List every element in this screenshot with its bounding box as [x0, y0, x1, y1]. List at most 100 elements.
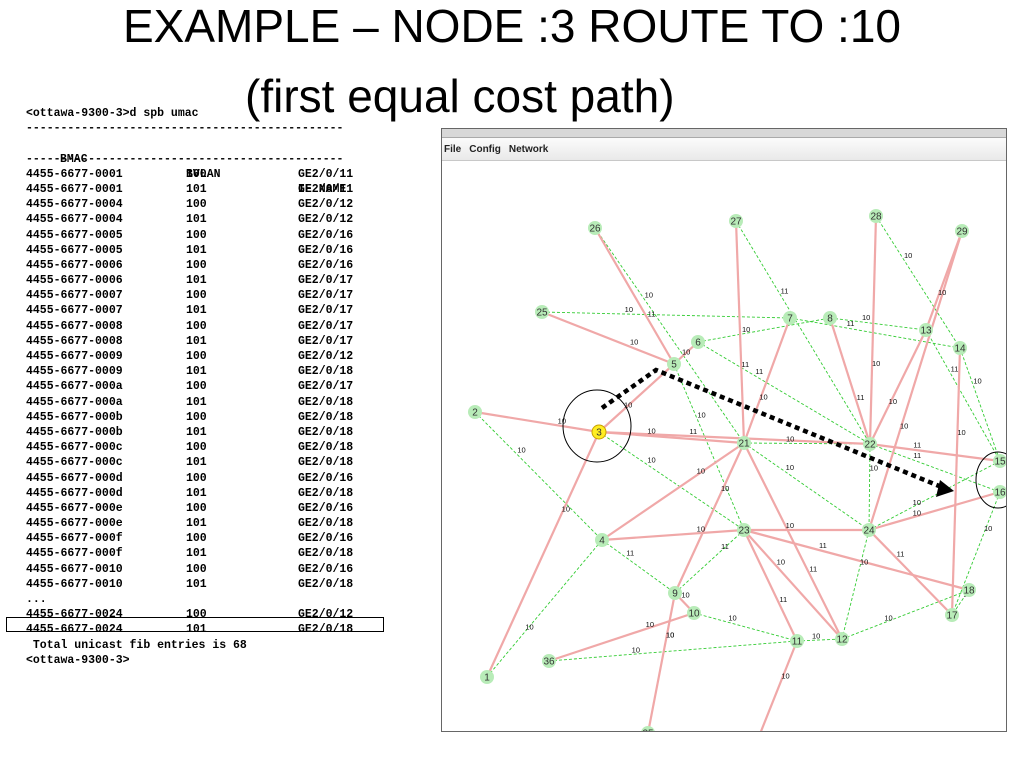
bmac-cell: 4455-6677-0004	[26, 198, 123, 212]
network-node[interactable]	[835, 632, 849, 646]
network-node[interactable]	[588, 221, 602, 235]
node-label: 17	[946, 611, 958, 622]
ifname-cell: GE2/0/17	[298, 380, 354, 394]
network-node[interactable]	[953, 341, 967, 355]
edge-cost-label: 10	[647, 456, 655, 465]
edge-cost-label: 10	[697, 524, 705, 533]
network-node[interactable]	[790, 634, 804, 648]
spf-tree-edge	[869, 329, 927, 445]
network-node[interactable]	[737, 436, 751, 450]
highlighted-row-box	[6, 617, 384, 632]
network-node[interactable]	[737, 523, 751, 537]
bmac-cell: 4455-6677-000c	[26, 441, 123, 455]
network-node[interactable]	[667, 357, 681, 371]
ellipsis: ...	[26, 593, 47, 606]
bvlan-cell: 100	[186, 501, 207, 515]
node-label: 7	[787, 314, 793, 325]
edge-cost-label: 10	[525, 622, 533, 631]
menu-network[interactable]: Network	[508, 143, 549, 155]
network-node[interactable]	[869, 209, 883, 223]
network-node[interactable]	[823, 311, 837, 325]
ifname-cell: GE2/0/18	[298, 410, 354, 424]
edge-cost-label: 10	[812, 631, 820, 640]
network-node[interactable]	[468, 405, 482, 419]
ifname-cell: GE2/0/18	[298, 441, 354, 455]
node-label: 23	[738, 526, 750, 537]
edge-cost-label: 10	[786, 463, 794, 472]
network-node[interactable]	[591, 424, 607, 440]
edge-cost-label: 11	[781, 286, 789, 295]
spf-tree-edge	[868, 215, 878, 445]
bmac-cell: 4455-6677-0005	[26, 228, 123, 242]
network-node[interactable]	[687, 606, 701, 620]
spf-tree-edge	[548, 611, 695, 663]
bvlan-cell: 101	[186, 274, 207, 288]
spf-tree-edge	[601, 442, 745, 541]
node-label: 21	[738, 439, 750, 450]
total-entries: Total unicast fib entries is 68	[26, 638, 247, 652]
network-node[interactable]	[993, 454, 1006, 468]
ifname-cell: GE2/0/16	[298, 243, 354, 257]
edge-cost-label: 11	[689, 427, 697, 436]
network-node[interactable]	[595, 533, 609, 547]
network-node[interactable]	[783, 311, 797, 325]
bvlan-cell: 100	[186, 350, 207, 363]
ifname-cell: GE2/0/11	[298, 167, 354, 181]
spf-tree-edge	[868, 529, 953, 616]
spf-tree-edge	[950, 347, 962, 616]
spf-tree-edge	[742, 317, 792, 444]
network-node[interactable]	[862, 523, 876, 537]
edge-cost-label: 10	[645, 291, 653, 300]
menu-file[interactable]: File	[444, 143, 462, 155]
window-titlebar[interactable]	[442, 129, 1006, 138]
network-node[interactable]	[668, 586, 682, 600]
edge-cost-label: 10	[973, 377, 981, 386]
cli-prompt: <ottawa-9300-3>	[26, 653, 130, 667]
adjacency-edge	[868, 443, 871, 531]
bmac-cell: 4455-6677-0004	[26, 213, 123, 227]
network-node[interactable]	[993, 485, 1006, 499]
network-node[interactable]	[955, 224, 969, 238]
adjacency-edge	[796, 638, 843, 642]
ifname-cell: GE2/0/16	[298, 501, 354, 515]
edge-cost-label: 11	[857, 393, 865, 402]
adjacency-edge	[693, 612, 798, 642]
ifname-cell: GE2/0/18	[298, 486, 354, 500]
node-label: 16	[994, 488, 1006, 499]
bvlan-cell: 100	[186, 198, 207, 212]
ifname-cell: GE2/0/16	[298, 562, 354, 576]
spf-tree-edge	[869, 442, 1001, 463]
ifname-cell: GE2/0/17	[298, 274, 354, 288]
adjacency-edge	[548, 640, 798, 662]
bvlan-cell: 100	[186, 562, 207, 576]
spf-tree-edge	[598, 363, 675, 433]
edge-cost-label: 10	[957, 428, 965, 437]
target-highlight-circle	[975, 451, 1006, 509]
bmac-cell: 4455-6677-000f	[26, 532, 123, 546]
network-node[interactable]	[480, 670, 494, 684]
bvlan-cell: 101	[186, 334, 207, 348]
network-node[interactable]	[919, 323, 933, 337]
menu-config[interactable]: Config	[469, 143, 501, 155]
network-node[interactable]	[641, 726, 655, 732]
network-node[interactable]	[863, 437, 877, 451]
network-node[interactable]	[542, 654, 556, 668]
edge-cost-label: 10	[632, 645, 640, 654]
edge-cost-label: 10	[517, 446, 525, 455]
network-node[interactable]	[962, 583, 976, 597]
network-node[interactable]	[691, 335, 705, 349]
network-node[interactable]	[535, 305, 549, 319]
network-node[interactable]	[945, 608, 959, 622]
edge-cost-label: 10	[728, 613, 736, 622]
ifname-cell: GE2/0/17	[298, 304, 354, 318]
network-node[interactable]	[729, 214, 743, 228]
adjacency-edge	[541, 311, 791, 319]
adjacency-edge	[789, 317, 961, 349]
